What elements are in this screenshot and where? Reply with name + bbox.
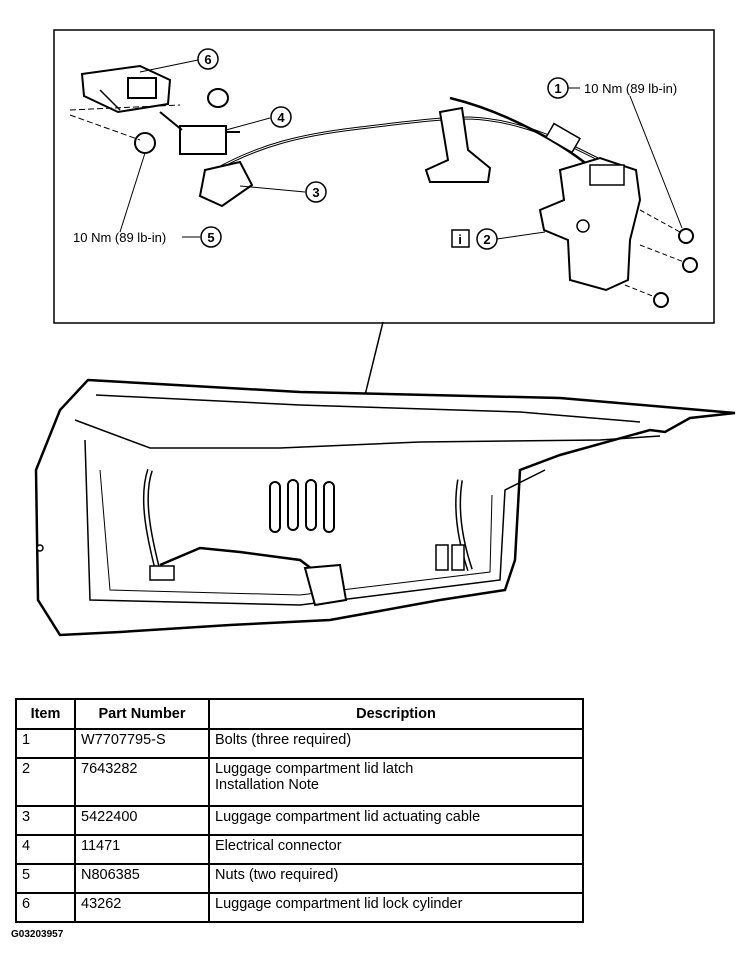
cell-item: 6 — [15, 892, 76, 923]
cell-part-number: 5422400 — [74, 805, 210, 836]
table-row: 5 N806385 Nuts (two required) — [15, 863, 584, 894]
bolt — [639, 244, 698, 273]
parts-table: Item Part Number Description 1 W7707795-… — [15, 698, 584, 923]
header-item: Item — [15, 698, 76, 730]
actuating-cable — [214, 116, 601, 172]
callout-5-torque: 10 Nm (89 lb-in) — [73, 230, 166, 245]
cell-item: 5 — [15, 863, 76, 894]
cell-description: Bolts (three required) — [208, 728, 584, 759]
description-line-1: Luggage compartment lid latch — [215, 761, 414, 777]
lock-cylinder — [80, 64, 172, 114]
callout-5-circle — [200, 226, 222, 248]
cell-item: 2 — [15, 757, 76, 807]
table-header-row: Item Part Number Description — [15, 698, 584, 730]
table-row: 3 5422400 Luggage compartment lid actuat… — [15, 805, 584, 836]
cell-part-number: N806385 — [74, 863, 210, 894]
cable-handle — [424, 106, 492, 183]
info-icon — [451, 229, 470, 248]
callout-3-number: 3 — [312, 185, 319, 200]
cell-part-number: W7707795-S — [74, 728, 210, 759]
table-row: 4 11471 Electrical connector — [15, 834, 584, 865]
callout-1-number: 1 — [554, 81, 561, 96]
table-row: 1 W7707795-S Bolts (three required) — [15, 728, 584, 759]
cell-item: 1 — [15, 728, 76, 759]
electrical-connector — [159, 111, 240, 155]
table-row: 2 7643282 Luggage compartment lid latch … — [15, 757, 584, 807]
figure-code: G03203957 — [11, 929, 64, 940]
cell-item: 3 — [15, 805, 76, 836]
callout-2-number: 2 — [483, 232, 490, 247]
cell-item: 4 — [15, 834, 76, 865]
bolt — [639, 209, 694, 244]
nut — [134, 132, 156, 154]
trunk-lid — [34, 378, 736, 637]
table-row: 6 43262 Luggage compartment lid lock cyl… — [15, 892, 584, 923]
latch-assembly-diagram: 6 4 3 10 Nm (89 lb-in) 5 1 10 Nm (89 lb-… — [34, 29, 736, 637]
detail-frame — [53, 29, 715, 324]
callout-3-circle — [305, 181, 327, 203]
description-line-2: Installation Note — [215, 777, 319, 793]
callout-6-number: 6 — [204, 52, 211, 67]
cable-actuator — [198, 160, 254, 208]
info-icon-letter: i — [458, 232, 462, 247]
lid-latch — [538, 122, 642, 292]
cell-part-number: 11471 — [74, 834, 210, 865]
header-part-number: Part Number — [74, 698, 210, 730]
cell-description: Nuts (two required) — [208, 863, 584, 894]
cell-part-number: 7643282 — [74, 757, 210, 807]
callout-6-circle — [197, 48, 219, 70]
cell-description: Luggage compartment lid actuating cable — [208, 805, 584, 836]
nut — [207, 88, 229, 108]
cell-description: Luggage compartment lid latch Installati… — [208, 757, 584, 807]
callout-4-circle — [270, 106, 292, 128]
callout-4-number: 4 — [277, 110, 285, 125]
header-description: Description — [208, 698, 584, 730]
cell-description: Electrical connector — [208, 834, 584, 865]
callout-1-torque: 10 Nm (89 lb-in) — [584, 81, 677, 96]
cell-description: Luggage compartment lid lock cylinder — [208, 892, 584, 923]
cell-part-number: 43262 — [74, 892, 210, 923]
callout-5-number: 5 — [207, 230, 214, 245]
bolt — [624, 284, 669, 308]
